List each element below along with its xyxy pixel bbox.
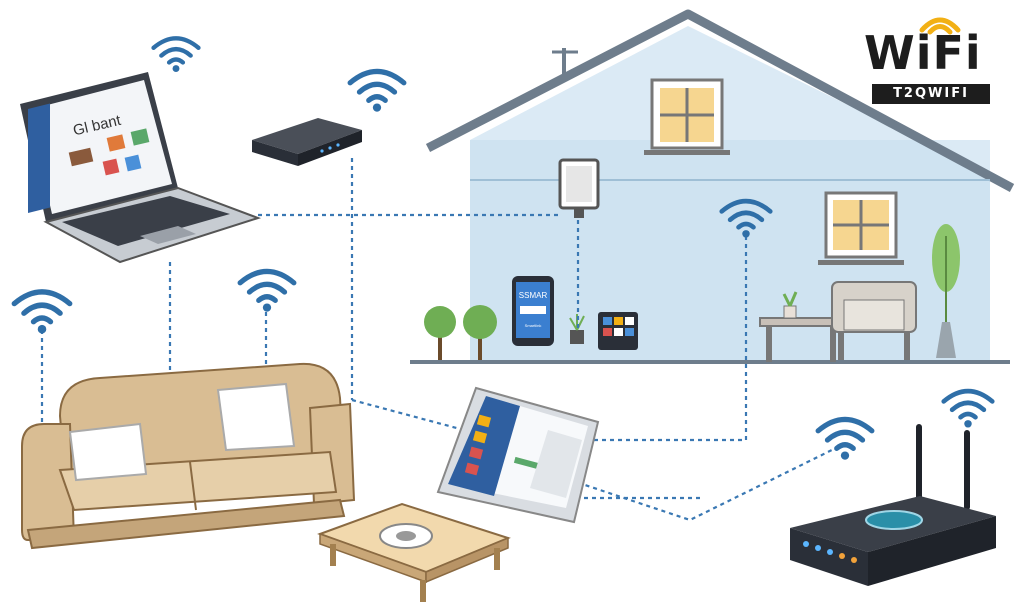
side-table: [759, 291, 843, 362]
potted-plant: [932, 224, 960, 358]
small-plant-pot: [570, 330, 584, 344]
smart-control-panel: [598, 312, 638, 350]
tablet-hub: [436, 386, 600, 524]
wifi-icon-router-top: [154, 38, 199, 72]
wifi-icon-modem: [350, 71, 404, 111]
small-trees: [424, 305, 497, 360]
router-antenna-left: [916, 424, 922, 508]
modem: [252, 118, 362, 166]
side-window: [818, 191, 904, 265]
house-roof: [425, 9, 1015, 192]
chimney-antenna: [562, 48, 566, 74]
wifi-icon-sofa-left: [14, 292, 69, 334]
logo-wordmark: WiFi: [864, 26, 982, 80]
logo-wifi-arc-icon: [919, 17, 961, 35]
wall-access-point: [558, 158, 600, 218]
house: SSMAR Smartlink: [410, 9, 1015, 364]
sofa-pillow-right: [216, 382, 296, 452]
logo-tagline: T2QWIFI: [872, 84, 990, 104]
coffee-table: [317, 502, 511, 602]
house-gable: [470, 26, 990, 175]
phone-screen-title: SSMAR: [519, 291, 548, 300]
sofa-pillow-left: [68, 422, 148, 482]
router-status-ring: [865, 510, 923, 530]
brand-logo: WiFi T2QWIFI: [862, 10, 996, 104]
smartphone: SSMAR Smartlink: [512, 276, 554, 346]
sofa: [21, 362, 356, 550]
laptop: Gl bant: [20, 72, 262, 264]
router-antenna-right: [964, 430, 970, 510]
armchair: [831, 281, 917, 360]
attic-window: [644, 78, 730, 155]
wifi-icon-sofa-right: [240, 271, 294, 311]
wifi-icon-router-left: [818, 419, 872, 459]
phone-screen-button: Smartlink: [525, 323, 542, 328]
wifi-icon-router-right: [944, 391, 993, 427]
wifi-router: [790, 424, 996, 586]
